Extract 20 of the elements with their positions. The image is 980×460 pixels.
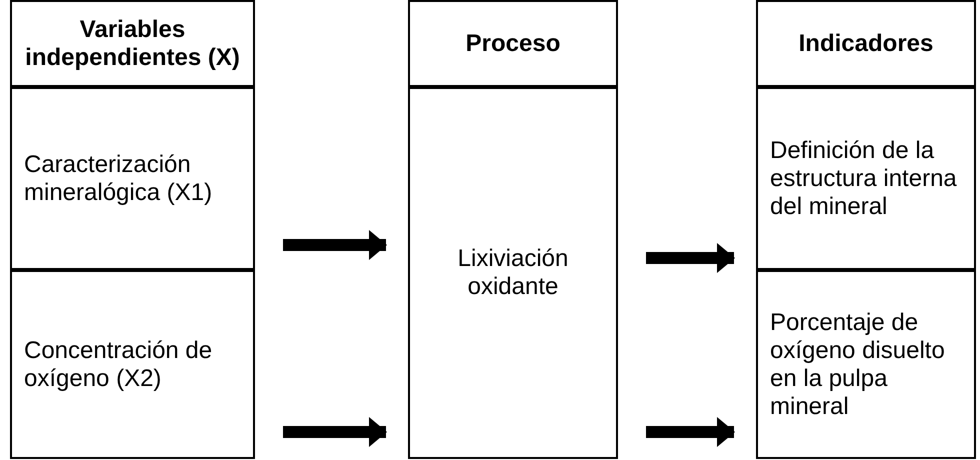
- arrow: [283, 230, 387, 260]
- arrow: [283, 417, 387, 447]
- text-box: [756, 87, 976, 270]
- cell-text: Caracterización mineralógica (X1): [24, 150, 214, 206]
- text-box: [408, 87, 618, 459]
- cell-text: Definición de la estructura interna del mineral: [770, 136, 958, 220]
- column-heading: Indicadores: [798, 30, 934, 58]
- column-heading: Proceso: [466, 30, 560, 58]
- arrow: [646, 243, 735, 273]
- text-box: [10, 270, 255, 459]
- text-box: [10, 87, 255, 270]
- cell-text: Lixiviación oxidante: [456, 245, 570, 301]
- arrow: [646, 417, 735, 447]
- header-box: [10, 0, 255, 87]
- cell-text: Concentración de oxígeno (X2): [24, 336, 214, 392]
- cell-text: Porcentaje de oxígeno disuelto en la pulpa mineral: [770, 308, 946, 420]
- text-box: [756, 270, 976, 459]
- header-box: [408, 0, 618, 87]
- column-heading: Variables independientes (X): [24, 16, 241, 72]
- header-box: [756, 0, 976, 87]
